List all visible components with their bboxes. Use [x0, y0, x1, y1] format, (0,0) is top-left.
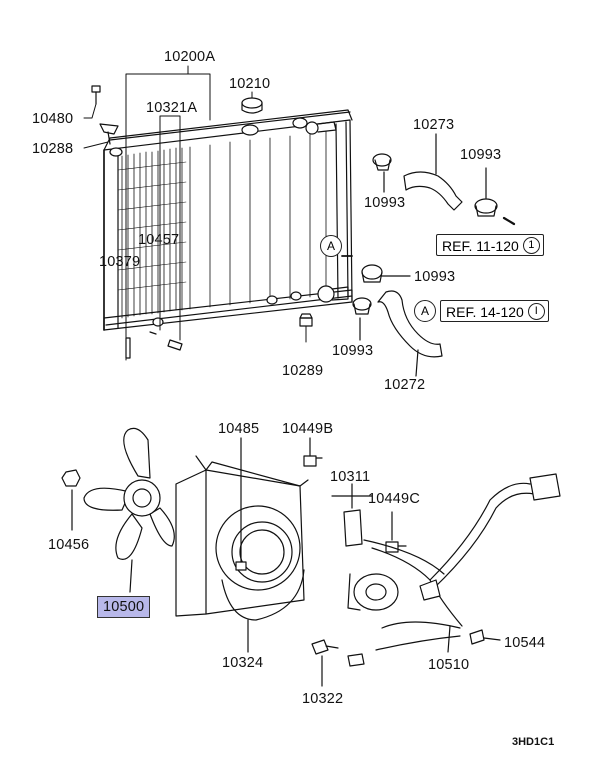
drain-plug [299, 313, 313, 327]
fan-motor [347, 573, 399, 611]
bolt-10449B [303, 437, 323, 467]
label-10480: 10480 [32, 111, 74, 127]
wiring-harness [347, 473, 561, 667]
drain-cock [149, 331, 183, 351]
label-10993-lower: 10993 [332, 343, 374, 359]
callout-a-upper: A [320, 235, 342, 257]
label-10449B: 10449B [282, 421, 334, 437]
label-10288: 10288 [32, 141, 74, 157]
label-10993-top-left: 10993 [364, 195, 406, 211]
label-10485: 10485 [218, 421, 260, 437]
label-10311: 10311 [330, 469, 371, 485]
reference-number: I [527, 303, 545, 320]
fan-blade [83, 427, 175, 593]
reference-text: REF. 11-120 [442, 237, 519, 254]
bolt-10485 [235, 437, 247, 571]
label-10322: 10322 [302, 691, 344, 707]
reference-box-14-120: REF. 14-120 I [440, 300, 549, 322]
reference-box-11-120: REF. 11-120 1 [436, 234, 544, 256]
radiator [103, 109, 353, 331]
connector-10311 [331, 483, 373, 547]
label-10321A: 10321A [146, 100, 198, 116]
label-10500-highlighted: 10500 [97, 596, 151, 618]
label-10457: 10457 [138, 232, 180, 248]
label-10456: 10456 [48, 537, 90, 553]
label-10449C: 10449C [368, 491, 420, 507]
label-10210: 10210 [229, 76, 271, 92]
hose-clamp-4 [352, 297, 372, 341]
bracket-10288 [99, 123, 119, 145]
label-10544: 10544 [504, 635, 546, 651]
label-10200A: 10200A [164, 49, 216, 65]
label-10379: 10379 [99, 254, 141, 270]
reference-text: REF. 14-120 [446, 303, 524, 320]
radiator-cap [241, 97, 263, 114]
label-10289: 10289 [282, 363, 324, 379]
label-10510: 10510 [428, 657, 470, 673]
hose-clamp-3 [341, 255, 411, 283]
bolt-10449C [385, 511, 407, 553]
callout-a-lower: A [414, 300, 436, 322]
diagram-code: 3HD1C1 [512, 736, 555, 748]
hose-clamp-1 [372, 153, 392, 193]
nut-10456 [61, 469, 81, 531]
bolt-10480 [91, 85, 101, 105]
lower-hose [377, 290, 443, 377]
temp-sensor [311, 639, 339, 687]
fan-shroud [175, 455, 309, 653]
label-10273: 10273 [413, 117, 455, 133]
label-10272: 10272 [384, 377, 426, 393]
hose-clamp-2 [474, 167, 516, 226]
label-10993-top-right: 10993 [460, 147, 502, 163]
mount-pin [125, 337, 131, 359]
upper-hose [403, 133, 463, 211]
label-10324: 10324 [222, 655, 264, 671]
reference-number: 1 [522, 237, 540, 254]
label-10993-mid: 10993 [414, 269, 456, 285]
